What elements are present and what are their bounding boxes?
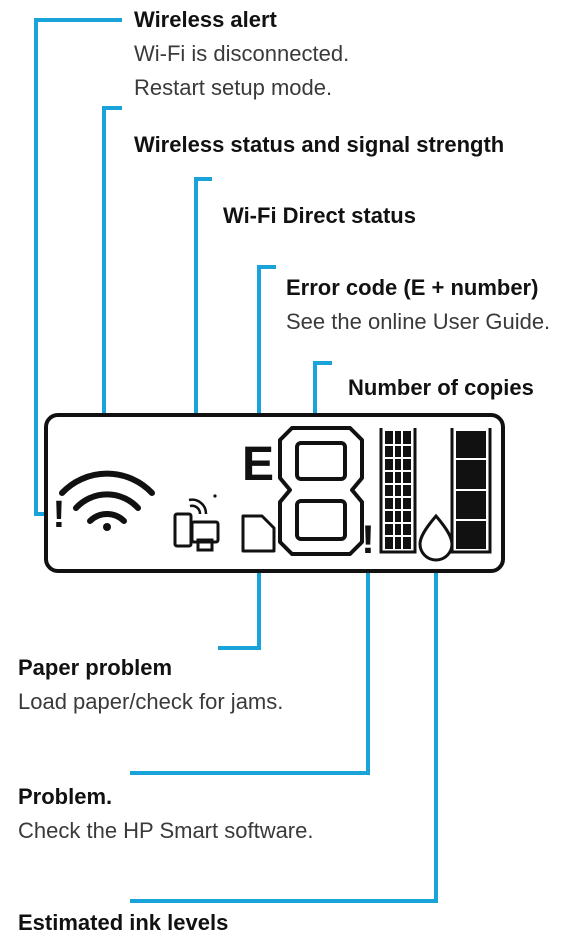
wireless-alert-desc-line2: Restart setup mode.	[134, 75, 333, 100]
ink-levels-title: Estimated ink levels	[18, 910, 229, 935]
paper-problem-title: Paper problem	[18, 655, 173, 680]
leader-wifi-direct	[194, 177, 212, 494]
leader-ink-levels	[130, 564, 438, 903]
problem-title: Problem.	[18, 784, 113, 809]
leader-wireless-status	[102, 106, 122, 450]
leader-copies	[313, 361, 332, 424]
error-code-title: Error code (E + number)	[286, 275, 539, 300]
leader-problem	[130, 564, 370, 775]
wireless-alert-desc-line1: Wi-Fi is disconnected.	[134, 41, 350, 66]
wireless-alert-exclamation-icon: !	[53, 494, 66, 536]
wifi-direct-title: Wi-Fi Direct status	[223, 203, 416, 228]
wireless-status-title: Wireless status and signal strength	[134, 132, 505, 157]
ink-level-bar-icon	[379, 428, 417, 554]
problem-desc: Check the HP Smart software.	[18, 818, 314, 843]
paper-problem-desc: Load paper/check for jams.	[18, 689, 284, 714]
error-code-desc: See the online User Guide.	[286, 309, 551, 334]
seven-segment-digit-icon	[278, 426, 364, 556]
leader-error-code	[257, 265, 276, 428]
ink-drop-icon	[418, 513, 454, 562]
ink-level-bar-icon	[450, 428, 492, 554]
copies-title: Number of copies	[348, 375, 534, 400]
problem-exclamation-icon: !	[361, 518, 374, 562]
leader-paper-problem	[218, 564, 261, 650]
wifi-direct-icon	[173, 494, 220, 552]
paper-icon	[241, 514, 276, 553]
wifi-signal-icon	[59, 470, 155, 531]
wireless-alert-title: Wireless alert	[134, 7, 277, 32]
error-letter: E	[242, 438, 274, 491]
